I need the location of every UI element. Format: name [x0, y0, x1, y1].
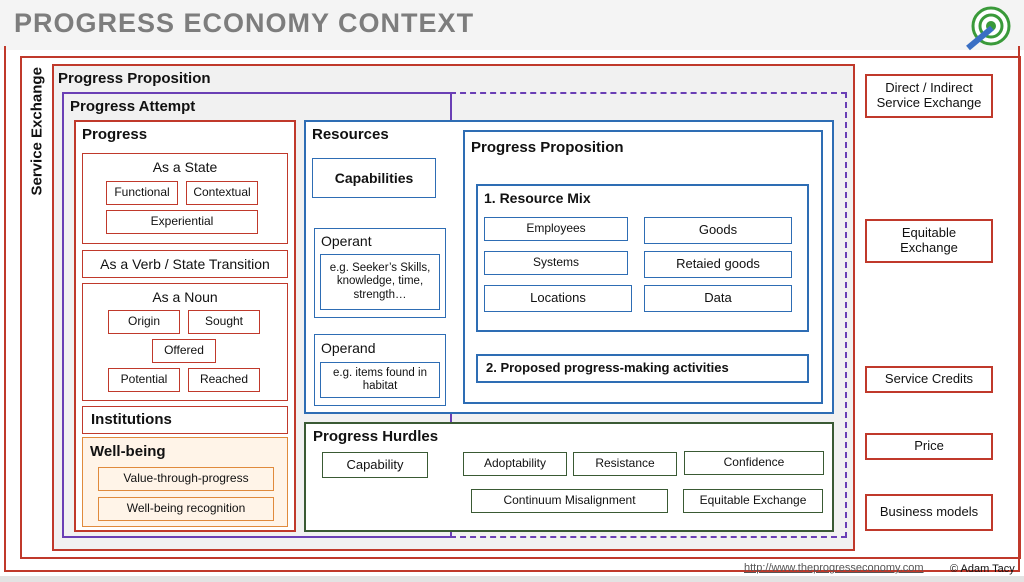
employees-box: Employees [484, 217, 628, 241]
progress-attempt-dashed [450, 92, 847, 538]
progress-label: Progress [82, 126, 148, 143]
progress-hurdles-label: Progress Hurdles [313, 428, 439, 445]
resources-extension-frame [450, 120, 834, 414]
capabilities-box: Capabilities [312, 158, 436, 198]
business-models-box: Business models [865, 494, 993, 531]
page-title: PROGRESS ECONOMY CONTEXT [14, 8, 475, 38]
operant-frame [314, 228, 446, 318]
contextual-box: Contextual [186, 181, 258, 205]
progress-attempt-label: Progress Attempt [70, 98, 196, 115]
price-box: Price [865, 433, 993, 460]
operand-frame [314, 334, 446, 406]
wellbeing-label: Well-being [90, 443, 166, 460]
equitable-exchange-hurdle-box: Equitable Exchange [683, 489, 823, 513]
progress-proposition-outer-label: Progress Proposition [58, 70, 211, 87]
as-state-label: As a State [152, 159, 218, 175]
resources-frame [304, 120, 452, 414]
footer-copyright: © Adam Tacy [950, 563, 1015, 575]
target-logo-icon [962, 4, 1014, 52]
footer-bar [0, 576, 1024, 582]
functional-box: Functional [106, 181, 178, 205]
operant-example: e.g. Seeker’s Skills, knowledge, time, s… [320, 254, 440, 310]
value-through-progress-box: Value-through-progress [98, 467, 274, 491]
service-credits-box: Service Credits [865, 366, 993, 393]
title-bar [0, 0, 1024, 50]
as-noun-label: As a Noun [152, 289, 218, 305]
operant-label: Operant [321, 233, 372, 249]
continuum-misalignment-box: Continuum Misalignment [471, 489, 668, 513]
capability-hurdle-box: Capability [322, 452, 428, 478]
data-box: Data [644, 285, 792, 312]
reached-box: Reached [188, 368, 260, 392]
origin-box: Origin [108, 310, 180, 334]
as-state-frame [82, 153, 288, 244]
equitable-exchange-box: Equitable Exchange [865, 219, 993, 263]
as-noun-frame [82, 283, 288, 401]
progress-proposition-inner-label: Progress Proposition [471, 139, 624, 156]
resistance-box: Resistance [573, 452, 677, 476]
experiential-box: Experiential [106, 210, 258, 234]
resource-mix-frame [476, 184, 809, 332]
service-exchange-frame [20, 56, 1021, 559]
resources-label: Resources [312, 126, 389, 143]
as-verb-box: As a Verb / State Transition [82, 250, 288, 278]
institutions-box: Institutions [82, 406, 288, 434]
potential-box: Potential [108, 368, 180, 392]
sought-box: Sought [188, 310, 260, 334]
systems-box: Systems [484, 251, 628, 275]
resource-mix-label: 1. Resource Mix [484, 190, 591, 206]
wellbeing-recognition-box: Well-being recognition [98, 497, 274, 521]
footer-url-link[interactable]: http://www.theprogresseconomy.com [744, 562, 924, 574]
operand-label: Operand [321, 340, 376, 356]
locations-box: Locations [484, 285, 632, 312]
proposed-activities-box: 2. Proposed progress-making activities [476, 354, 809, 383]
goods-box: Goods [644, 217, 792, 244]
confidence-box: Confidence [684, 451, 824, 475]
adoptability-box: Adoptability [463, 452, 567, 476]
operand-example: e.g. items found in habitat [320, 362, 440, 398]
progress-proposition-inner-frame [463, 130, 823, 404]
direct-indirect-box: Direct / Indirect Service Exchange [865, 74, 993, 118]
retained-goods-box: Retaied goods [644, 251, 792, 278]
service-exchange-label: Service Exchange [28, 67, 46, 196]
offered-box: Offered [152, 339, 216, 363]
